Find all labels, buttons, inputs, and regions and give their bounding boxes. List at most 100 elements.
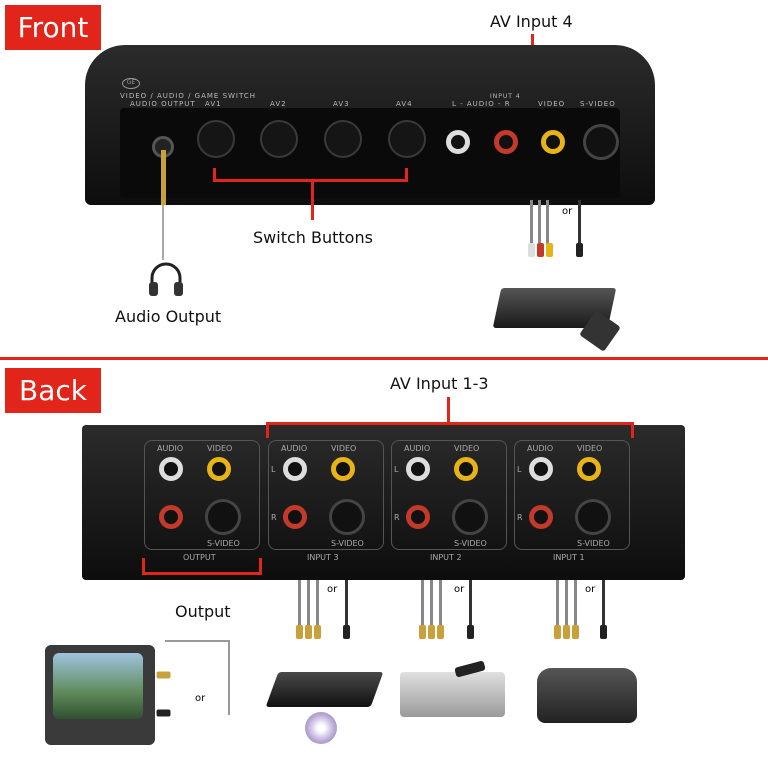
audio-label: AUDIO xyxy=(281,444,308,453)
audio-plug xyxy=(161,150,166,205)
s-video-plug xyxy=(343,625,350,639)
cable xyxy=(316,580,319,625)
audio-label: AUDIO xyxy=(404,444,431,453)
audio-label: AUDIO xyxy=(527,444,554,453)
rca-plug xyxy=(572,625,579,639)
s-video-jack[interactable] xyxy=(205,499,241,535)
audio-output-callout: Audio Output xyxy=(115,307,222,326)
s-video-plug xyxy=(576,243,583,257)
audio-left-jack[interactable] xyxy=(283,457,307,481)
rca-plug xyxy=(296,625,303,639)
audio-left-jack[interactable] xyxy=(529,457,553,481)
audio-left-jack[interactable] xyxy=(406,457,430,481)
video-label: VIDEO xyxy=(538,100,566,108)
switch-buttons-bracket xyxy=(213,168,408,182)
or-label: or xyxy=(585,584,596,595)
l-audio-r-label: L - AUDIO - R xyxy=(452,100,511,108)
av4-label: AV4 xyxy=(396,100,413,108)
av-input-1-3-bracket xyxy=(266,422,634,438)
cable xyxy=(546,200,549,245)
audio-right-jack[interactable] xyxy=(494,130,518,154)
s-video-label: S-VIDEO xyxy=(580,100,616,108)
or-label: or xyxy=(327,584,338,595)
headphones-icon xyxy=(146,258,186,298)
s-video-jack[interactable] xyxy=(583,124,619,160)
tv-screen xyxy=(53,653,143,719)
panel-name: OUTPUT xyxy=(183,553,216,562)
video-jack[interactable] xyxy=(577,457,601,481)
video-label: VIDEO xyxy=(454,444,480,453)
av1-label: AV1 xyxy=(205,100,222,108)
av4-button[interactable] xyxy=(388,120,426,158)
video-label: VIDEO xyxy=(331,444,357,453)
l-label: L xyxy=(517,465,522,474)
panel-name: INPUT 2 xyxy=(430,553,462,562)
panel-name: INPUT 1 xyxy=(553,553,585,562)
front-tag: Front xyxy=(5,5,101,50)
disc-image xyxy=(305,712,337,744)
rca-plug xyxy=(554,625,561,639)
cable xyxy=(439,580,442,625)
audio-output-label: AUDIO OUTPUT xyxy=(130,100,196,108)
rca-plug xyxy=(437,625,444,639)
rca-plug xyxy=(305,625,312,639)
cable xyxy=(578,200,581,245)
input1-panel: AUDIO VIDEO L R S-VIDEO INPUT 1 xyxy=(514,440,630,562)
av3-button[interactable] xyxy=(324,120,362,158)
video-jack[interactable] xyxy=(331,457,355,481)
callout-line xyxy=(311,182,314,220)
cable xyxy=(565,580,568,625)
video-label: VIDEO xyxy=(577,444,603,453)
rca-plug xyxy=(546,243,553,257)
audio-left-jack[interactable] xyxy=(159,457,183,481)
video-jack[interactable] xyxy=(207,457,231,481)
cable xyxy=(345,580,348,625)
or-label: or xyxy=(195,693,206,704)
s-video-label: S-VIDEO xyxy=(207,539,240,548)
cable xyxy=(602,580,605,625)
audio-right-jack[interactable] xyxy=(529,505,553,529)
rca-plug xyxy=(156,671,171,679)
av2-button[interactable] xyxy=(260,120,298,158)
or-label: or xyxy=(454,584,465,595)
audio-cable xyxy=(162,205,164,260)
rca-plug xyxy=(419,625,426,639)
audio-right-jack[interactable] xyxy=(283,505,307,529)
s-video-plug xyxy=(600,625,607,639)
audio-label: AUDIO xyxy=(157,444,184,453)
s-video-label: S-VIDEO xyxy=(577,539,610,548)
output-panel: AUDIO VIDEO S-VIDEO OUTPUT xyxy=(144,440,260,562)
av-input-1-3-callout: AV Input 1-3 xyxy=(390,374,489,393)
audio-right-jack[interactable] xyxy=(159,505,183,529)
product-label: VIDEO / AUDIO / GAME SWITCH xyxy=(120,92,257,100)
s-video-jack[interactable] xyxy=(452,499,488,535)
r-label: R xyxy=(394,513,400,522)
rca-plug xyxy=(428,625,435,639)
video-jack[interactable] xyxy=(541,130,565,154)
l-label: L xyxy=(271,465,276,474)
input3-panel: AUDIO VIDEO L R S-VIDEO INPUT 3 xyxy=(268,440,384,562)
panel-name: INPUT 3 xyxy=(307,553,339,562)
cable xyxy=(530,200,533,245)
section-divider xyxy=(0,357,768,360)
audio-right-jack[interactable] xyxy=(406,505,430,529)
video-jack[interactable] xyxy=(454,457,478,481)
output-cable xyxy=(165,640,230,715)
s-video-jack[interactable] xyxy=(575,499,611,535)
input2-panel: AUDIO VIDEO L R S-VIDEO INPUT 2 xyxy=(391,440,507,562)
s-video-plug xyxy=(467,625,474,639)
or-label: or xyxy=(562,206,573,217)
video-label: VIDEO xyxy=(207,444,233,453)
audio-left-jack[interactable] xyxy=(446,130,470,154)
s-video-jack[interactable] xyxy=(329,499,365,535)
cable xyxy=(538,200,541,245)
s-video-plug xyxy=(156,709,171,717)
av3-label: AV3 xyxy=(333,100,350,108)
switch-buttons-callout: Switch Buttons xyxy=(253,228,373,247)
r-label: R xyxy=(517,513,523,522)
cable xyxy=(574,580,577,625)
av-input4-callout: AV Input 4 xyxy=(490,12,573,31)
s-video-label: S-VIDEO xyxy=(331,539,364,548)
av1-button[interactable] xyxy=(197,120,235,158)
cable xyxy=(556,580,559,625)
